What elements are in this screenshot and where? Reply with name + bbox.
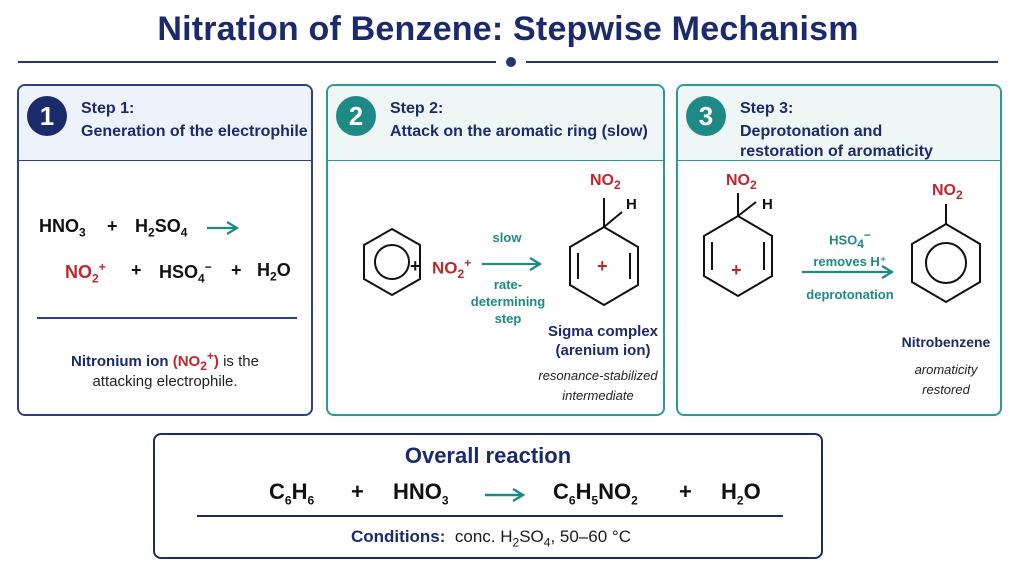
step1-plus-1: +: [107, 216, 118, 236]
sigma-complex-ring: [569, 198, 639, 307]
step1-product-nitronium: NO2+: [65, 260, 106, 286]
step1-panel: 1 Step 1: Generation of the electrophile…: [17, 84, 313, 416]
step2-product-name: Sigma complex (arenium ion): [547, 323, 659, 359]
step3-structures: [703, 193, 981, 304]
step3-ring-charge: +: [731, 260, 742, 280]
step3-label: Step 3:: [740, 100, 794, 117]
overall-heading: Overall reaction: [404, 443, 572, 468]
step3-sigma-ring: [703, 193, 773, 298]
title-rule-left: [18, 61, 496, 63]
step2-title: Attack on the aromatic ring (slow): [390, 123, 648, 140]
step2-ring-charge: +: [597, 256, 608, 276]
step3-header: 3 Step 3: Deprotonation and restoration …: [678, 86, 1000, 161]
step1-divider: [37, 317, 297, 319]
step2-nitronium: NO2+: [432, 256, 472, 282]
overall-nitric-acid: HNO3: [393, 479, 449, 508]
overall-nitrobenzene: C6H5NO2: [553, 479, 638, 508]
step1-label: Step 1:: [81, 100, 135, 117]
step1-reaction-arrow: [207, 221, 240, 235]
step1-plus-2: +: [131, 260, 142, 280]
step3-badge: 3: [686, 96, 726, 136]
step3-arrow-label-bottom: deprotonation: [806, 287, 894, 302]
step2-hydrogen: H: [626, 196, 637, 213]
step3-product-nitro-group: NO2: [932, 182, 963, 203]
step3-hydrogen: H: [762, 196, 773, 213]
step1-product-bisulfate: HSO4−: [159, 260, 212, 286]
step3-arrow-label-top: HSO4− removes H⁺: [813, 228, 887, 269]
step2-arrow-label-rds: rate- determining step: [470, 277, 546, 326]
overall-conditions: Conditions: conc. H2SO4, 50–60 °C: [351, 527, 631, 550]
overall-reaction-box: Overall reaction C6H6 + HNO3 C6H5NO2 + H…: [153, 433, 823, 559]
step2-header: 2 Step 2: Attack on the aromatic ring (s…: [328, 86, 663, 161]
step1-reactant-hno3: HNO3: [39, 216, 86, 240]
step1-product-water: H2O: [257, 260, 291, 284]
step2-label: Step 2:: [390, 100, 444, 117]
page-title: Nitration of Benzene: Stepwise Mechanism: [157, 10, 859, 48]
step2-structures: [363, 198, 639, 307]
step2-product-note: resonance-stabilized intermediate: [538, 368, 658, 403]
step3-nitro-group: NO2: [726, 172, 757, 193]
step2-nitro-group: NO2: [590, 172, 621, 193]
step2-arrow: [482, 257, 543, 271]
step1-note-line1: Nitronium ion (NO2+) is the: [71, 349, 259, 373]
overall-divider: [197, 515, 783, 517]
step2-panel: 2 Step 2: Attack on the aromatic ring (s…: [326, 84, 665, 416]
overall-plus-2: +: [679, 479, 692, 504]
step2-arrow-label-slow: slow: [492, 230, 522, 245]
step1-header: 1 Step 1: Generation of the electrophile: [19, 86, 311, 161]
step1-title: Generation of the electrophile: [81, 123, 308, 140]
step3-product-name: Nitrobenzene: [901, 334, 991, 350]
step3-panel: 3 Step 3: Deprotonation and restoration …: [676, 84, 1002, 416]
overall-plus-1: +: [351, 479, 364, 504]
step3-product-note: aromaticity restored: [914, 362, 978, 397]
step3-arrow: [802, 265, 895, 279]
step1-badge: 1: [27, 96, 67, 136]
benzene-ring: [363, 227, 421, 297]
title-rule-dot: [506, 57, 516, 67]
step1-note-line2: attacking electrophile.: [92, 373, 238, 390]
nitrobenzene-ring: [911, 204, 981, 304]
title-rule-right: [526, 61, 998, 63]
overall-water: H2O: [721, 479, 761, 508]
step1-reactant-h2so4: H2SO4: [135, 216, 188, 240]
step3-title: Deprotonation and restoration of aromati…: [740, 123, 933, 160]
overall-arrow: [485, 487, 526, 503]
step2-plus: +: [410, 256, 421, 276]
step2-badge: 2: [336, 96, 376, 136]
step1-plus-3: +: [231, 260, 242, 280]
overall-benzene: C6H6: [269, 479, 315, 508]
